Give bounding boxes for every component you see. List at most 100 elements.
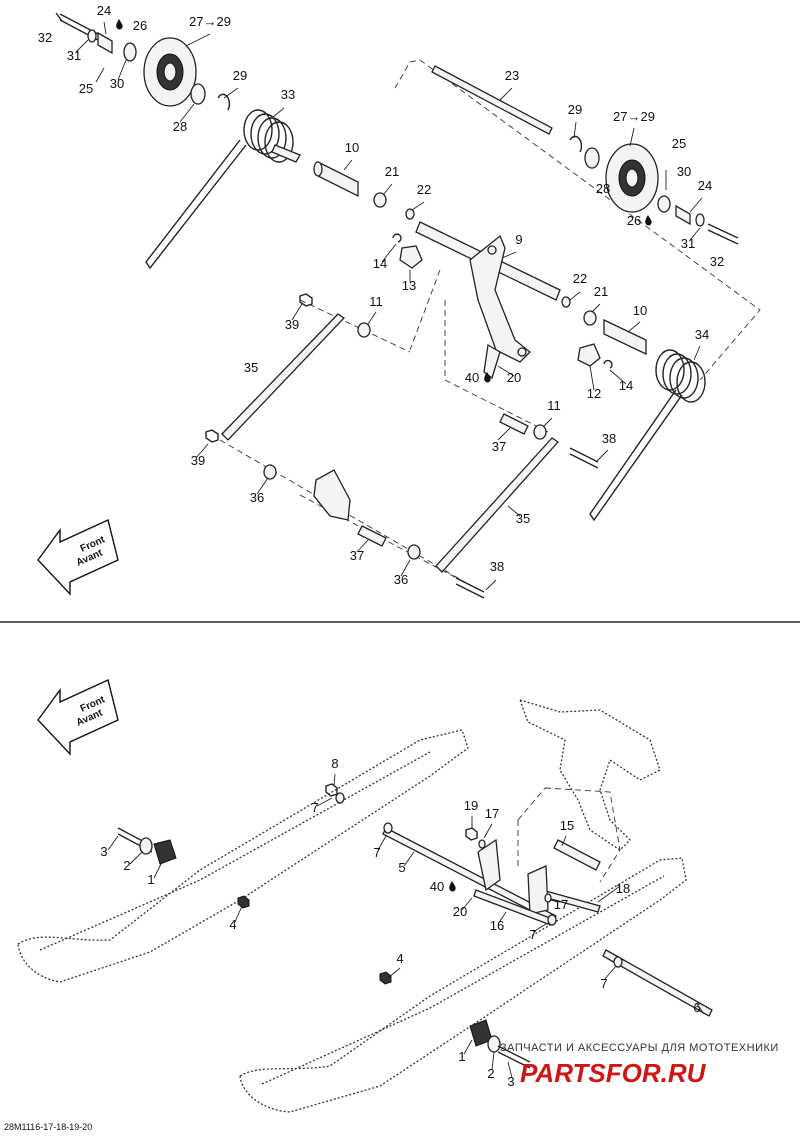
washer-7-d [613, 956, 623, 968]
slide-rail-right [239, 857, 687, 1113]
callout-30: 30 [677, 164, 691, 179]
washer-31-right [695, 213, 705, 227]
spacer-10-left [317, 160, 359, 198]
callout-3: 3 [507, 1074, 514, 1089]
swing-arm-9 [469, 234, 531, 380]
callout-35: 35 [244, 360, 258, 375]
slide-rail-left [17, 729, 469, 983]
callout-1: 1 [458, 1049, 465, 1064]
bolt-3-right [497, 1045, 531, 1069]
bushing-21-right [583, 310, 597, 326]
assembly-outline [299, 59, 761, 433]
callout-7: 7 [373, 845, 380, 860]
bearing-28-right [584, 147, 600, 169]
callout-7: 7 [311, 800, 318, 815]
callout-29: 29 [568, 102, 582, 117]
callout-14: 14 [373, 256, 387, 271]
callout-6: 6 [693, 1000, 700, 1015]
callout-1: 1 [147, 872, 154, 887]
wheel-center-left [163, 62, 177, 82]
nut-39-upper [299, 293, 313, 307]
callout-23: 23 [505, 68, 519, 83]
callout-32: 32 [38, 30, 52, 45]
callout-19: 19 [464, 798, 478, 813]
washer-7-a [335, 792, 345, 804]
bracket-16-left [477, 838, 501, 892]
callout-24: 24 [698, 178, 712, 193]
pin-37-lower [357, 525, 387, 547]
callout-20: 20 [507, 370, 521, 385]
diagram-code: 28M1116-17-18-19-20 [4, 1122, 92, 1132]
bracket-20 [483, 343, 501, 380]
callout-8: 8 [331, 756, 338, 771]
bearing-28-left [190, 83, 206, 105]
callout-21: 21 [594, 284, 608, 299]
bottom-assembly [17, 699, 713, 1113]
leader-lines-top [75, 21, 703, 591]
mount-bracket [313, 469, 351, 521]
cam-12 [577, 343, 601, 367]
top-assembly [55, 12, 761, 599]
bushing-11-upper [357, 322, 371, 338]
callout-30: 30 [110, 76, 124, 91]
front-arrow-icon: Front Avant [37, 519, 119, 596]
callout-3: 3 [100, 844, 107, 859]
callout-7: 7 [529, 927, 536, 942]
callout-10: 10 [345, 140, 359, 155]
washer-22-left [405, 208, 415, 220]
bottom-outline [517, 787, 621, 883]
callout-26: 26 [133, 18, 147, 33]
bolt-32-right [707, 223, 739, 245]
callout-39: 39 [191, 453, 205, 468]
slider-1-left [153, 839, 177, 865]
callout-36: 36 [250, 490, 264, 505]
callout-4: 4 [229, 917, 236, 932]
bushing-36-right [407, 544, 421, 560]
callout-27-29: 27→29 [189, 14, 231, 29]
wheel-center-right [625, 168, 639, 188]
callout-36: 36 [394, 572, 408, 587]
bolt-38-lower [455, 577, 485, 599]
washer-17-upper [478, 839, 486, 849]
callout-12: 12 [587, 386, 601, 401]
bracket-16-right [527, 865, 549, 915]
front-arrow-icon-bottom: Front Avant [37, 679, 119, 756]
callout-18: 18 [616, 881, 630, 896]
torsion-spring-33 [145, 109, 301, 270]
bushing-36-left [263, 464, 277, 480]
callout-4: 4 [396, 951, 403, 966]
washer-2-right [487, 1035, 501, 1053]
callout-20: 20 [453, 904, 467, 919]
callout-10: 10 [633, 303, 647, 318]
callout-39: 39 [285, 317, 299, 332]
oil-drop-icon [449, 881, 456, 892]
clip-14-left [392, 233, 402, 243]
callout-38: 38 [602, 431, 616, 446]
washer-7-b [383, 822, 393, 834]
callout-28: 28 [173, 119, 187, 134]
nut-39-lower [205, 429, 219, 443]
washer-22-right [561, 296, 571, 308]
callout-13: 13 [402, 278, 416, 293]
callout-40: 40 [430, 879, 444, 894]
callout-22: 22 [417, 182, 431, 197]
spacer-10-right [603, 318, 647, 356]
torsion-spring-34 [589, 349, 706, 522]
callout-27-29: 27→29 [613, 109, 655, 124]
callout-25: 25 [79, 81, 93, 96]
washer-17-lower [544, 893, 552, 903]
nut-4-left [237, 895, 250, 909]
washer-31 [87, 29, 97, 43]
washer-7-c [547, 914, 557, 926]
callout-5: 5 [398, 860, 405, 875]
crossbar-16 [473, 889, 551, 925]
callout-29: 29 [233, 68, 247, 83]
callout-28: 28 [596, 181, 610, 196]
pin-15 [553, 839, 601, 871]
callout-31: 31 [681, 236, 695, 251]
leader-lines-bottom [107, 773, 705, 1079]
oil-drop-icon [116, 19, 123, 30]
link-rod-35-upper [221, 313, 346, 441]
